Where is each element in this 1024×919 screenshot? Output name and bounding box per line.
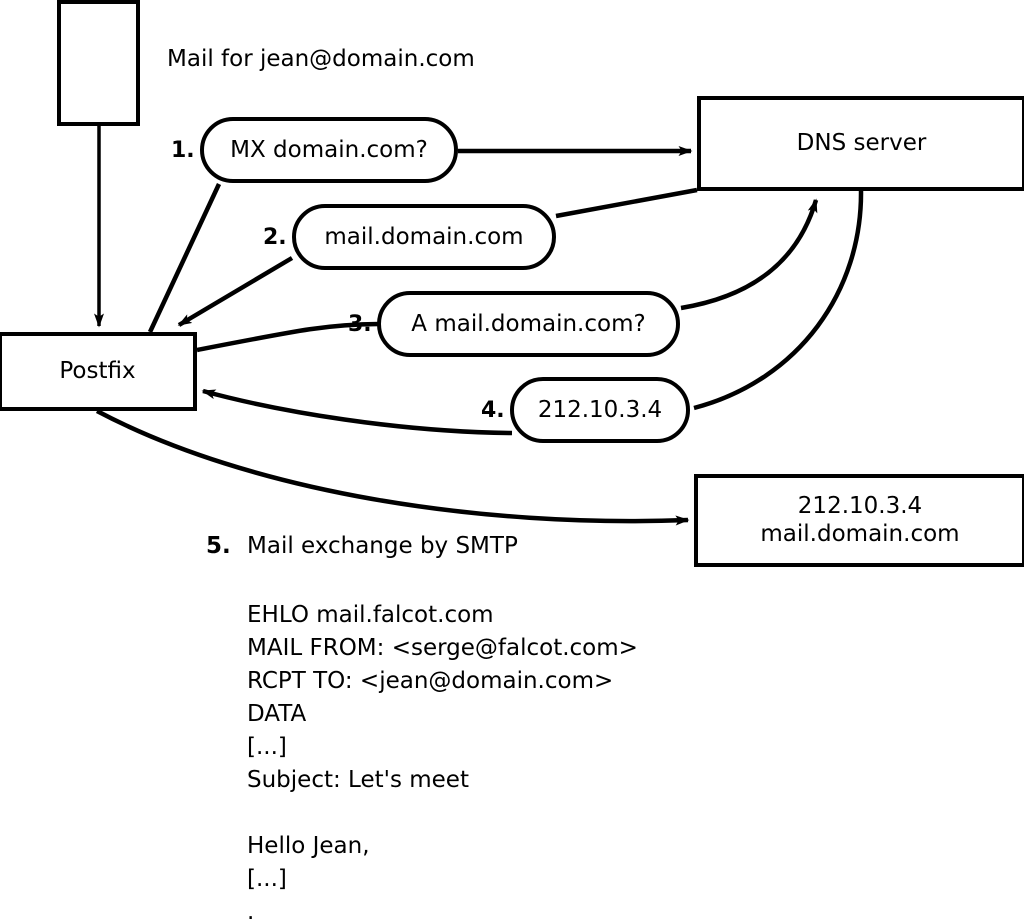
bubble-step-3-a-query[interactable]: A mail.domain.com? — [377, 291, 680, 357]
node-client-mailbox[interactable] — [57, 0, 140, 126]
bubble-step-4-a-answer[interactable]: 212.10.3.4 — [510, 377, 690, 443]
connector-postfix-to-target — [95, 409, 690, 526]
step-5-label: Mail exchange by SMTP — [247, 533, 518, 559]
bubble-step-1-mx-query[interactable]: MX domain.com? — [200, 117, 458, 183]
bubble-step-3-label: A mail.domain.com? — [411, 311, 646, 337]
connector-step3-to-dns — [680, 198, 819, 311]
step-number-4: 4. — [481, 398, 505, 423]
connector-dns-to-step2 — [555, 187, 698, 219]
connector-postfix-to-step3 — [196, 321, 380, 353]
label-mail-for-recipient: Mail for jean@domain.com — [167, 46, 475, 72]
step-number-2: 2. — [263, 225, 287, 250]
node-postfix[interactable]: Postfix — [0, 332, 197, 411]
connector-step4-to-postfix — [201, 388, 513, 436]
smtp-transcript: EHLO mail.falcot.com MAIL FROM: <serge@f… — [247, 602, 638, 919]
node-postfix-label: Postfix — [59, 357, 136, 384]
node-target-mail-server[interactable]: 212.10.3.4 mail.domain.com — [694, 474, 1024, 567]
bubble-step-1-label: MX domain.com? — [230, 137, 428, 163]
bubble-step-2-label: mail.domain.com — [324, 224, 524, 250]
connector-step2-to-postfix — [177, 256, 294, 327]
step-number-5: 5. — [206, 533, 231, 559]
node-dns-server-label: DNS server — [796, 129, 927, 156]
node-dns-server[interactable]: DNS server — [697, 96, 1024, 191]
connector-postfix-to-step1 — [147, 183, 222, 333]
step-number-1: 1. — [171, 138, 195, 163]
bubble-step-2-mx-answer[interactable]: mail.domain.com — [292, 204, 556, 270]
bubble-step-4-label: 212.10.3.4 — [537, 397, 663, 423]
connector-dns-to-step4 — [693, 190, 864, 411]
node-target-mail-server-label: 212.10.3.4 mail.domain.com — [760, 493, 960, 547]
step-number-3: 3. — [348, 312, 372, 337]
